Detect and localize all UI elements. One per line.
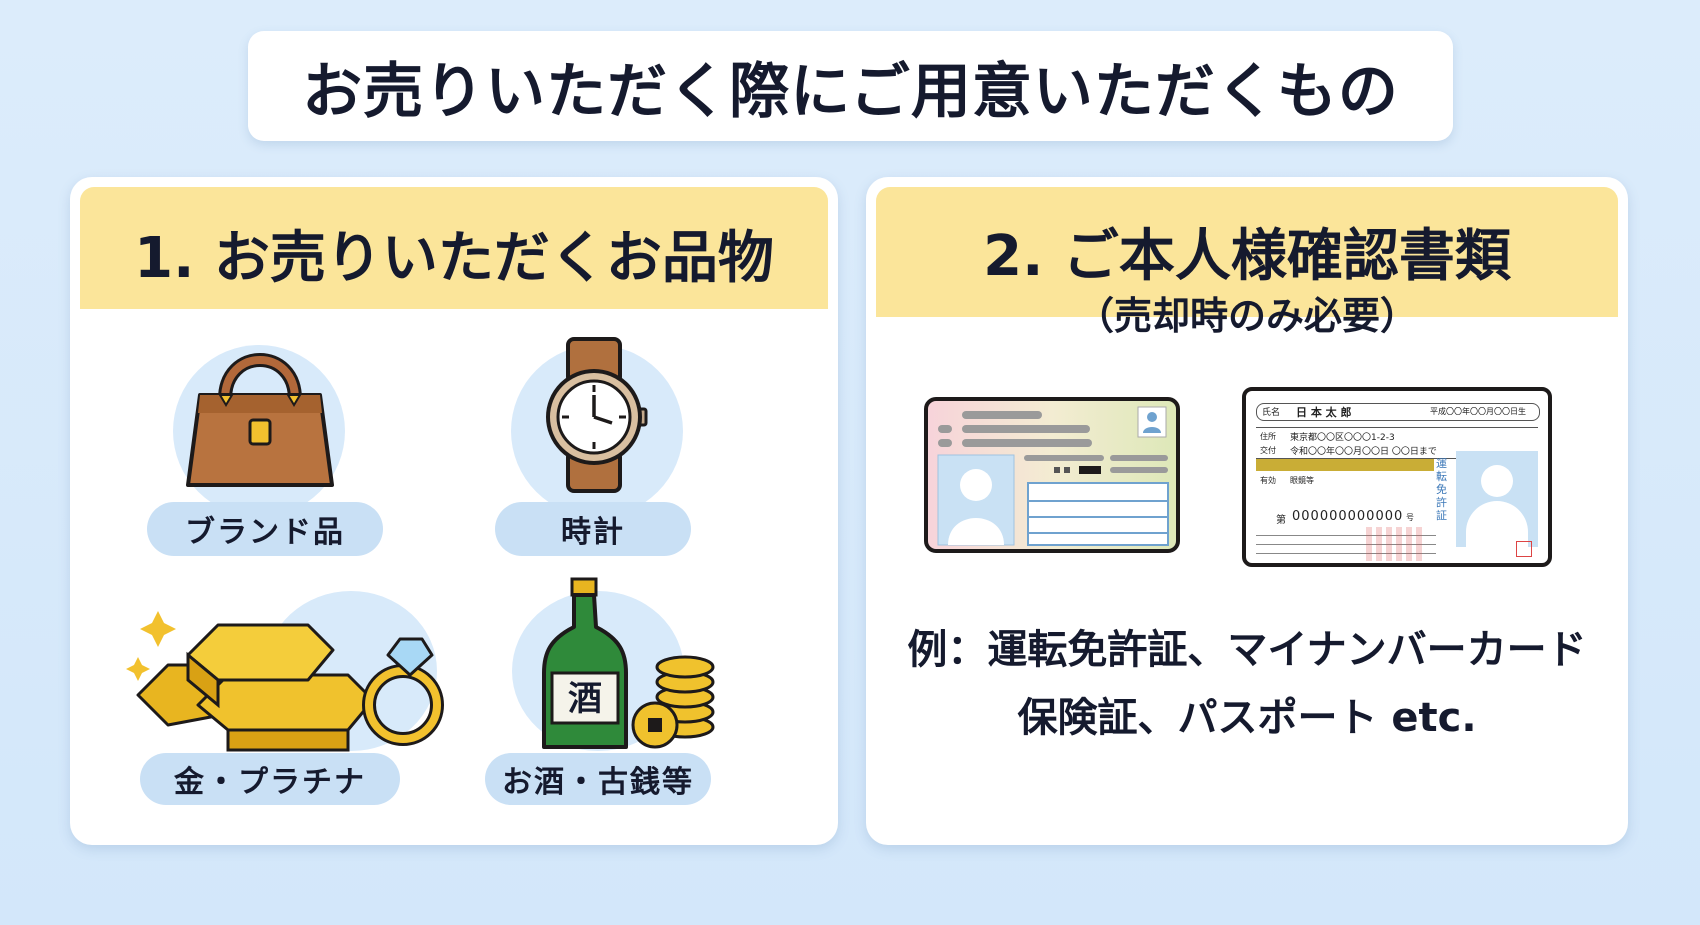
items-card-header: 1. お売りいただくお品物 — [80, 187, 828, 309]
mynumber-card-icon — [924, 397, 1180, 553]
drivers-license-icon: 氏名 日 本 太 郎 平成〇〇年〇〇月〇〇日生 住所 東京都〇〇区〇〇〇1-2-… — [1242, 387, 1552, 567]
license-number-suffix: 号 — [1406, 513, 1414, 522]
watch-icon — [546, 337, 648, 493]
page-title: お売りいただく際にご用意いただくもの — [302, 56, 1399, 127]
license-valid-value: 令和〇〇年〇〇月〇〇日 〇〇日まで — [1290, 447, 1437, 457]
license-vertical-title: 運転免許証 — [1436, 457, 1447, 522]
item-label-brand: ブランド品 — [147, 502, 383, 556]
items-heading: 1. お売りいただくお品物 — [134, 226, 774, 291]
id-card: 2. ご本人様確認書類 （売却時のみ必要） — [866, 177, 1628, 845]
id-card-header: 2. ご本人様確認書類 — [876, 187, 1618, 317]
license-name-label: 氏名 — [1262, 408, 1281, 418]
license-valid-label: 有効 — [1260, 476, 1276, 485]
page-title-box: お売りいただく際にご用意いただくもの — [248, 31, 1453, 141]
item-label-gold: 金・プラチナ — [140, 753, 400, 805]
id-example-line1: 例：運転免許証、マイナンバーカード — [907, 627, 1587, 673]
license-address-label: 住所 — [1260, 432, 1276, 441]
license-address-value: 東京都〇〇区〇〇〇1-2-3 — [1290, 433, 1395, 443]
gold-bar-ring-icon — [126, 611, 444, 752]
handbag-icon — [186, 353, 334, 487]
items-card: 1. お売りいただくお品物 ブランド品 時計 — [70, 177, 838, 845]
license-name-value: 日 本 太 郎 — [1296, 406, 1352, 419]
license-birth: 平成〇〇年〇〇月〇〇日生 — [1430, 407, 1526, 416]
item-label-sake: お酒・古銭等 — [485, 753, 711, 805]
license-issue-label: 交付 — [1260, 446, 1276, 455]
id-example-line2: 保険証、パスポート etc. — [1017, 695, 1477, 741]
sake-label-text: 酒 — [568, 679, 602, 719]
item-label-watch: 時計 — [495, 502, 691, 556]
license-number-value: 000000000000 — [1292, 509, 1404, 524]
id-heading: 2. ご本人様確認書類 — [983, 224, 1511, 289]
id-subheading: （売却時のみ必要） — [1075, 294, 1418, 338]
sake-coins-icon: 酒 — [542, 577, 715, 749]
license-condition: 眼鏡等 — [1290, 476, 1314, 485]
license-number-prefix: 第 — [1276, 515, 1286, 526]
